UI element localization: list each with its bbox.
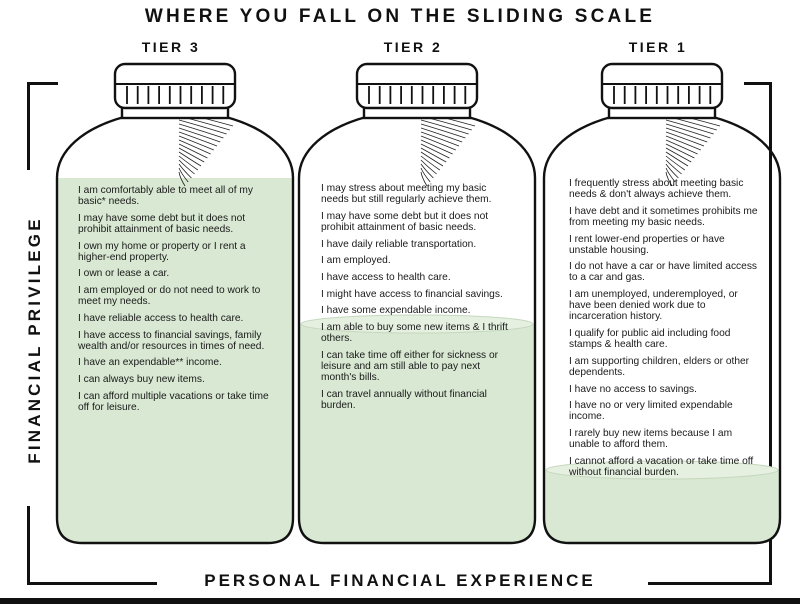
tier-statement: I have access to financial savings, fami…	[78, 329, 265, 352]
jar-fill-level	[299, 324, 535, 543]
frame-right-vertical	[769, 82, 772, 585]
tier-statement: I may have some debt but it does not pro…	[78, 212, 246, 235]
frame-left-vertical-upper	[27, 82, 30, 170]
tier-statement: I have some expendable income.	[321, 305, 471, 317]
tier-3-statements: I am comfortably able to meet all of my …	[78, 185, 270, 418]
infographic-title: WHERE YOU FALL ON THE SLIDING SCALE	[144, 6, 656, 27]
tier-statement: I am employed or do not need to work to …	[78, 285, 261, 308]
tier-statement: I might have access to financial savings…	[321, 288, 503, 300]
neck-hatching	[420, 111, 476, 187]
liquid-surface	[545, 460, 779, 480]
bottle-cap	[355, 62, 479, 110]
bottle-outline	[542, 115, 782, 545]
cap-ridges	[613, 86, 712, 104]
cap-ridges	[368, 86, 467, 104]
tier-statement: I own or lease a car.	[78, 268, 170, 280]
tier-statement: I rarely buy new items because I am unab…	[569, 428, 733, 451]
frame-left-vertical-lower	[27, 506, 30, 585]
tier-statement: I cannot afford a vacation or take time …	[569, 455, 754, 478]
tier-statement: I can always buy new items.	[78, 373, 205, 385]
tier-statement: I have no access to savings.	[569, 383, 697, 395]
tier-statement: I may have some debt but it does not pro…	[321, 210, 489, 233]
tier-statement: I qualify for public aid including food …	[569, 328, 731, 351]
tier-statement: I can afford multiple vacations or take …	[78, 390, 269, 413]
tier-statement: I am comfortably able to meet all of my …	[78, 185, 253, 208]
jar-fill-level	[544, 470, 780, 543]
bottle-outline	[297, 115, 537, 545]
tier-statement: I do not have a car or have limited acce…	[569, 261, 758, 284]
personal-financial-experience-axis-label: PERSONAL FINANCIAL EXPERIENCE	[204, 571, 596, 590]
frame-bottom-left-horizontal	[27, 582, 157, 585]
tier-statement: I have access to health care.	[321, 271, 451, 283]
bottle-cap	[600, 62, 724, 110]
tier-1-statements: I frequently stress about meeting basic …	[569, 178, 761, 484]
jar-tier-2	[297, 62, 537, 545]
frame-bottom-right-horizontal	[648, 582, 772, 585]
jar-tier-1	[542, 62, 782, 545]
tier-statement: I have reliable access to health care.	[78, 312, 244, 324]
frame-left-top-horizontal	[27, 82, 58, 85]
bottom-border-strip	[0, 598, 800, 604]
tier-2-statements: I may stress about meeting my basic need…	[321, 183, 513, 416]
tier-statement: I have no or very limited expendable inc…	[569, 400, 733, 423]
tier-statement: I can travel annually without financial …	[321, 388, 487, 411]
tier-2-label: TIER 2	[383, 39, 443, 55]
tier-statement: I frequently stress about meeting basic …	[569, 178, 744, 201]
neck-hatching	[665, 111, 721, 187]
tier-statement: I rent lower-end properties or have unst…	[569, 233, 725, 256]
tier-statement: I am unemployed, underemployed, or have …	[569, 289, 738, 323]
tier-statement: I am supporting children, elders or othe…	[569, 355, 750, 378]
tier-statement: I have debt and it sometimes prohibits m…	[569, 205, 758, 228]
tier-statement: I have an expendable** income.	[78, 357, 222, 369]
frame-right-top-horizontal	[744, 82, 772, 85]
tier-3-label: TIER 3	[141, 39, 201, 55]
jar-tier-3	[55, 62, 295, 545]
tier-statement: I may stress about meeting my basic need…	[321, 183, 492, 206]
cap-ridges	[126, 86, 225, 104]
bottle-outline	[55, 115, 295, 545]
tier-statement: I have daily reliable transportation.	[321, 238, 477, 250]
tier-statement: I can take time off either for sickness …	[321, 349, 499, 383]
neck-hatching	[178, 111, 234, 187]
jar-fill-level	[57, 178, 293, 543]
bottle-cap	[113, 62, 237, 110]
tier-statement: I am employed.	[321, 255, 391, 267]
liquid-surface	[300, 314, 534, 334]
tier-statement: I own my home or property or I rent a hi…	[78, 240, 246, 263]
tier-1-label: TIER 1	[628, 39, 688, 55]
tier-statement: I am able to buy some new items & I thri…	[321, 322, 508, 345]
